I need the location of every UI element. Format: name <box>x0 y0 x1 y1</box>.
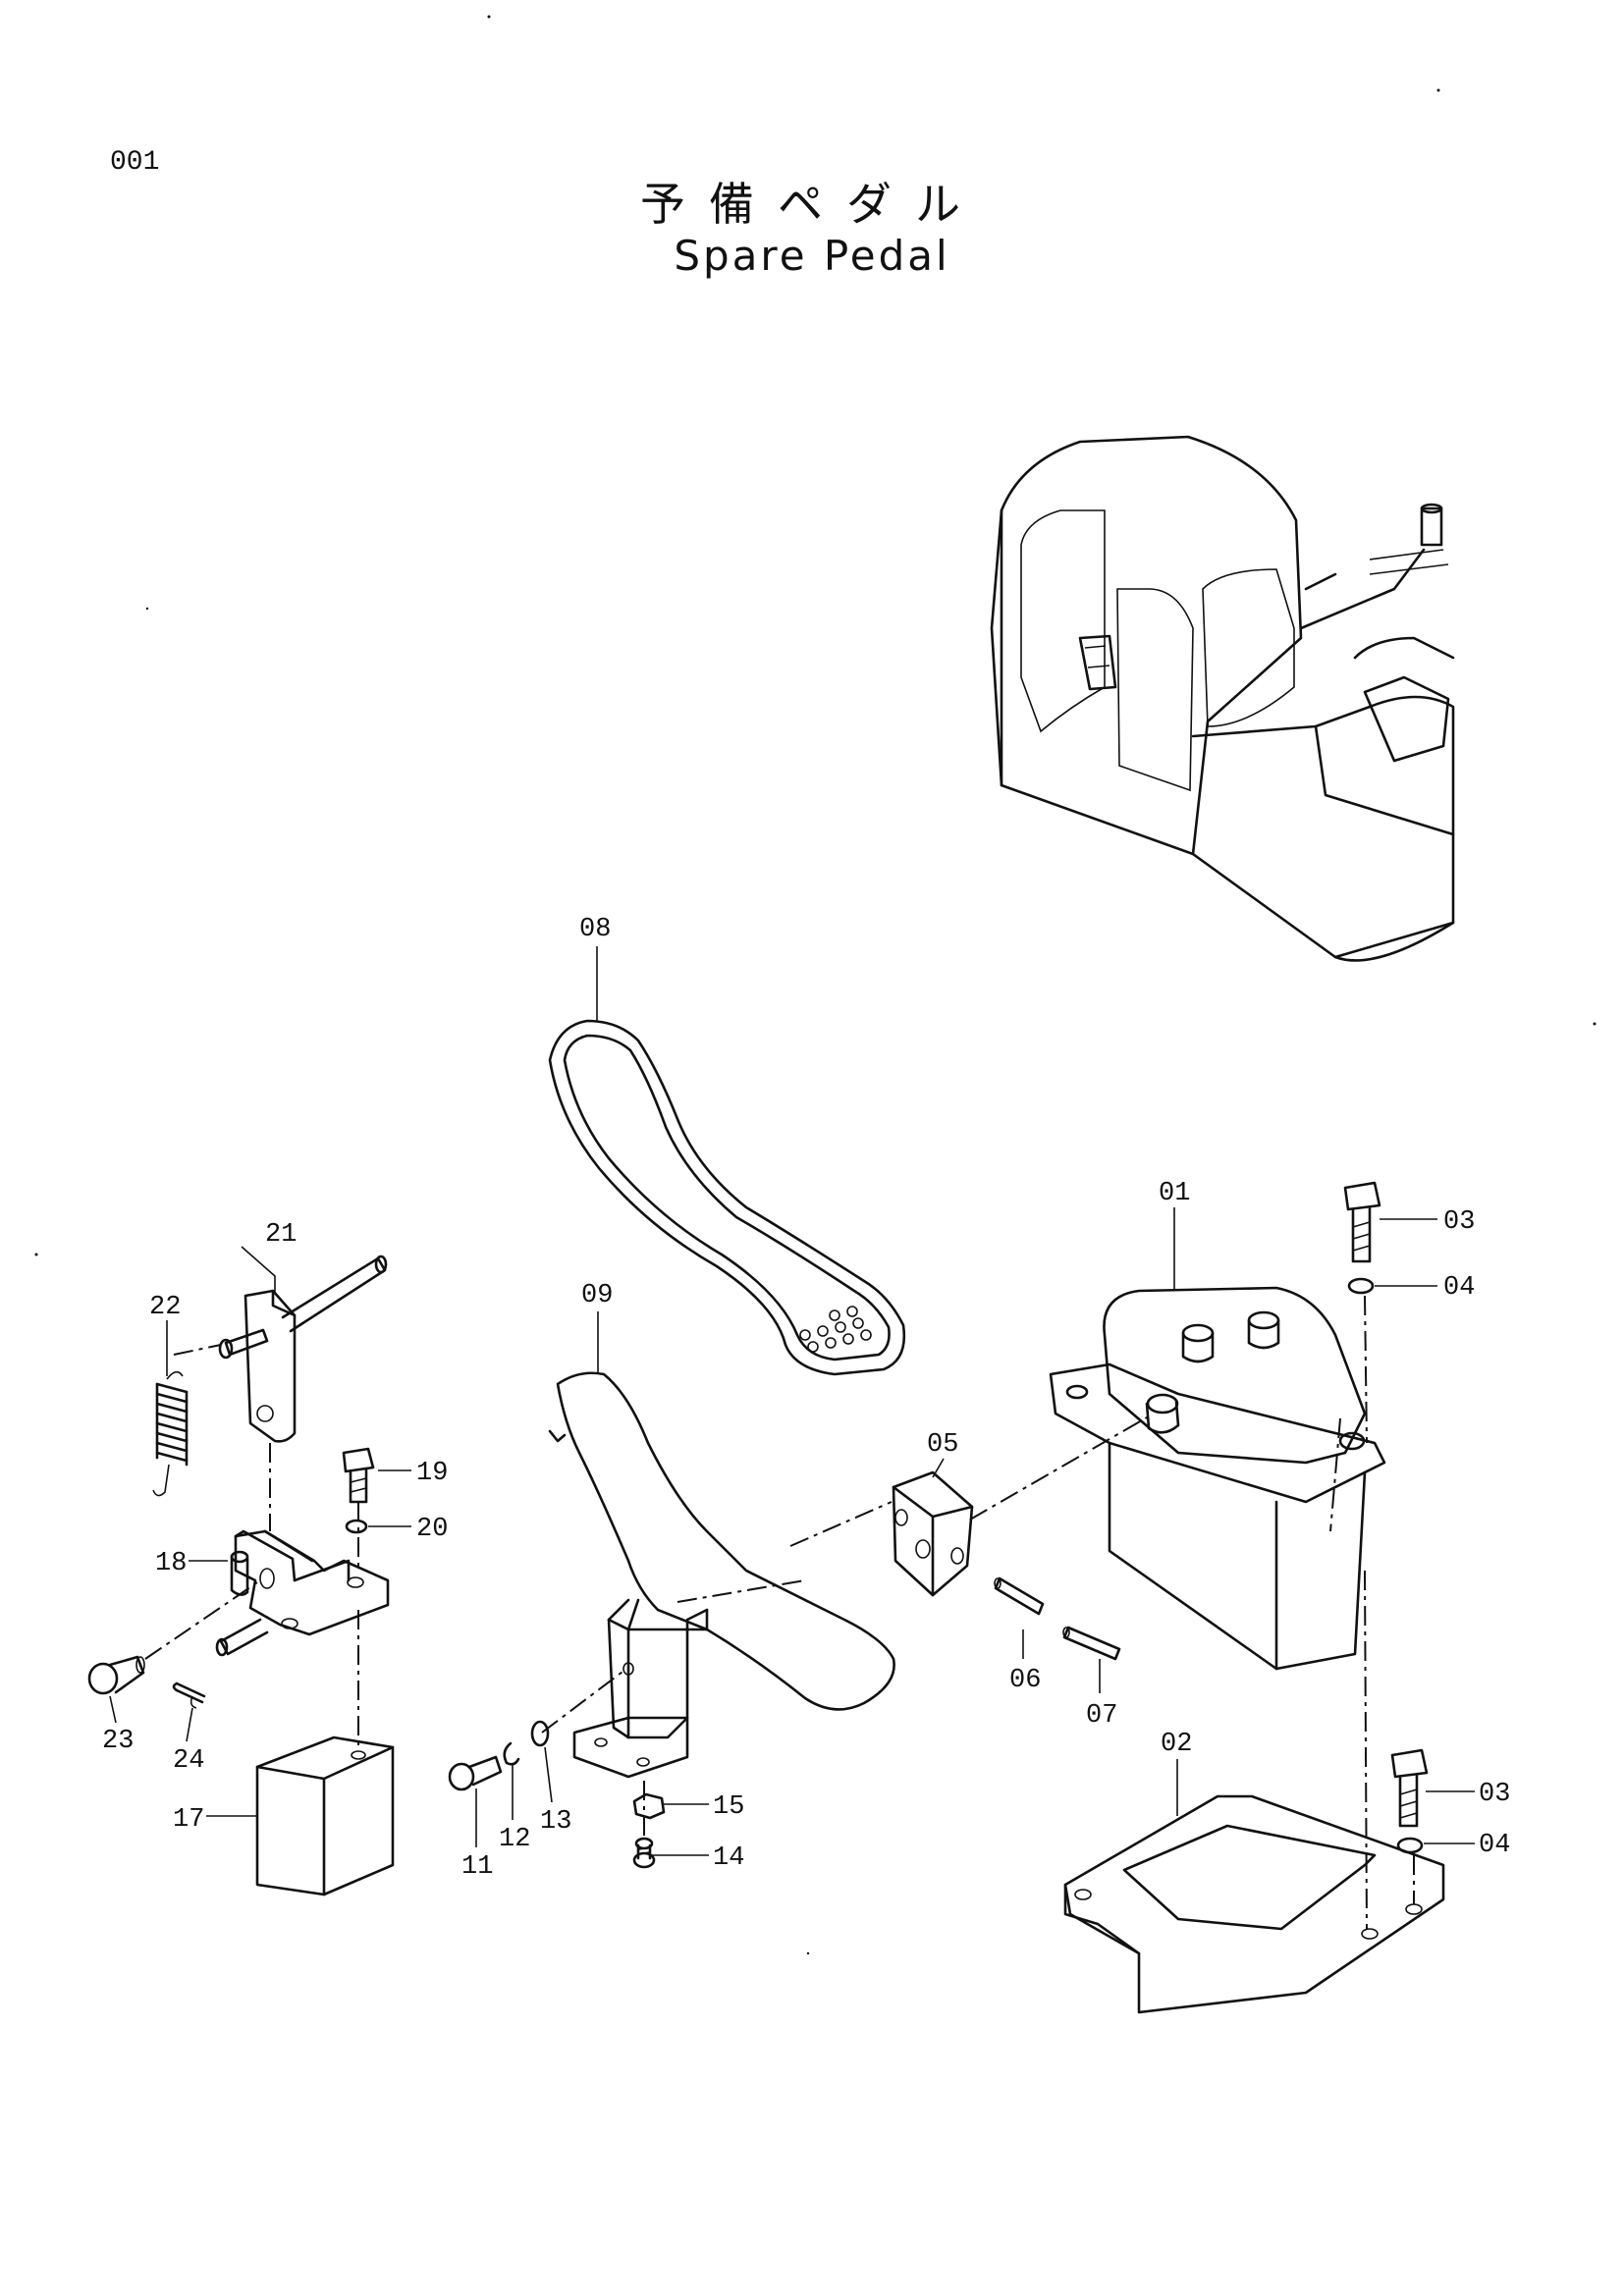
callout-20: 20 <box>416 1515 448 1544</box>
callout-06: 06 <box>1009 1666 1041 1695</box>
part-03-bolt-lower <box>1390 1748 1429 1828</box>
callout-14: 14 <box>713 1843 744 1873</box>
callout-labels: 08 09 01 05 06 07 02 03 04 03 04 11 12 1… <box>102 915 1510 1882</box>
part-04-washer-upper <box>1347 1277 1375 1295</box>
machine-location-view <box>990 435 1455 962</box>
callout-12: 12 <box>499 1825 530 1854</box>
callout-03-lower: 03 <box>1479 1780 1510 1809</box>
part-20-lock-washer <box>345 1519 368 1534</box>
callout-11: 11 <box>461 1852 493 1882</box>
callout-01: 01 <box>1159 1179 1190 1208</box>
part-24-cotter-pin <box>172 1682 206 1709</box>
part-08-pedal-cover <box>548 1019 906 1376</box>
part-12-lock-washer <box>503 1741 520 1766</box>
part-15-nut <box>632 1792 666 1820</box>
callout-07: 07 <box>1086 1701 1117 1731</box>
part-02-base-plate <box>1063 1794 1445 2014</box>
callout-04-lower: 04 <box>1479 1831 1510 1860</box>
page-number: 001 <box>110 147 160 178</box>
callout-23: 23 <box>102 1727 134 1756</box>
callout-02: 02 <box>1161 1730 1192 1759</box>
part-07-pin <box>1062 1626 1121 1661</box>
part-09-pedal <box>548 1371 895 1779</box>
callout-13: 13 <box>540 1807 571 1837</box>
part-14-screw <box>632 1837 656 1869</box>
part-18-bracket <box>215 1529 390 1657</box>
callout-24: 24 <box>173 1746 204 1776</box>
part-21-lever-shaft <box>218 1255 388 1443</box>
assembly-lines <box>144 1295 1415 1930</box>
part-17-block <box>255 1735 395 1896</box>
part-01-switch-body <box>1049 1286 1386 1671</box>
callout-03-upper: 03 <box>1443 1207 1475 1237</box>
callout-08: 08 <box>579 915 611 944</box>
title-japanese: 予備ペダル <box>640 178 984 231</box>
part-11-bolt <box>448 1755 503 1791</box>
part-13-washer <box>530 1720 550 1747</box>
callout-22: 22 <box>149 1293 181 1322</box>
callout-15: 15 <box>713 1792 744 1822</box>
callout-17: 17 <box>173 1805 204 1835</box>
part-06-pin <box>994 1576 1045 1616</box>
callout-05: 05 <box>927 1430 958 1460</box>
part-05-block <box>892 1470 974 1597</box>
part-23-pin <box>87 1655 145 1695</box>
callout-18: 18 <box>155 1549 187 1578</box>
leader-lines <box>109 946 1475 1856</box>
title-english: Spare Pedal <box>674 232 950 280</box>
part-03-bolt-upper <box>1343 1181 1381 1263</box>
part-04-washer-lower <box>1396 1837 1424 1854</box>
part-22-spring <box>152 1370 189 1497</box>
callout-04-upper: 04 <box>1443 1273 1475 1303</box>
scan-specks <box>34 15 1597 1955</box>
callout-09: 09 <box>581 1281 613 1310</box>
callout-19: 19 <box>416 1459 448 1488</box>
part-19-bolt <box>342 1447 375 1504</box>
callout-21: 21 <box>265 1220 297 1250</box>
